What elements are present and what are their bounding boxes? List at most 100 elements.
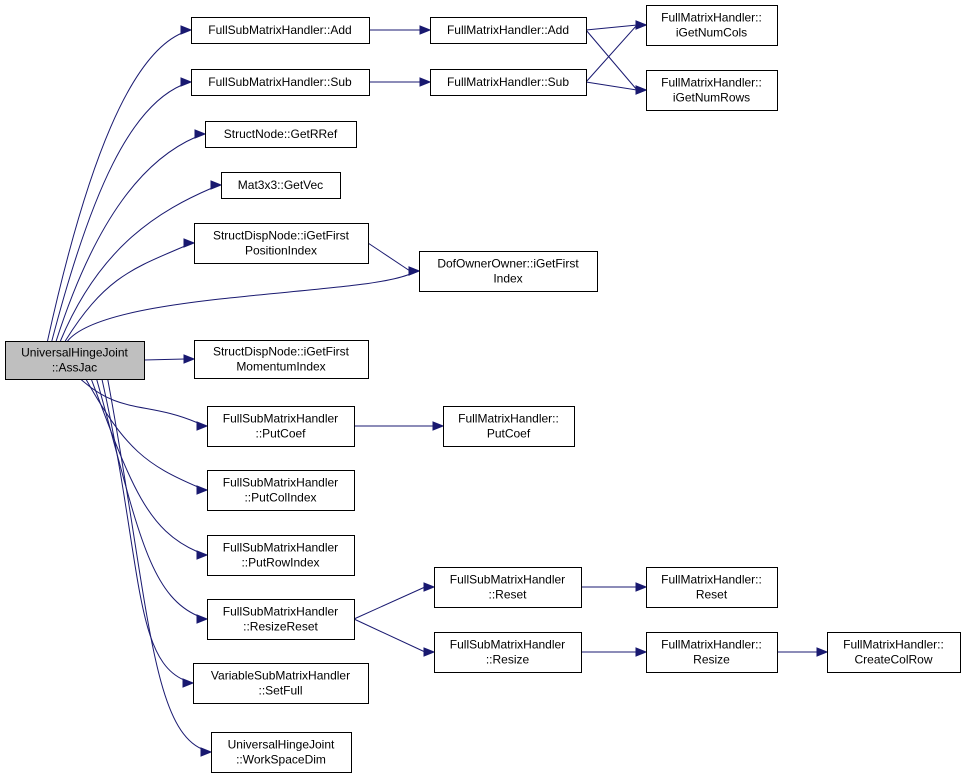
node-fsm_putcol[interactable]: FullSubMatrixHandler::PutColIndex <box>207 470 355 511</box>
node-fsm_sub-label-0: FullSubMatrixHandler::Sub <box>208 75 352 89</box>
node-fm_resize[interactable]: FullMatrixHandler::Resize <box>646 632 778 673</box>
node-fsm_add[interactable]: FullSubMatrixHandler::Add <box>191 17 370 44</box>
node-fm_resize-label-0: FullMatrixHandler:: <box>661 638 762 652</box>
node-fsm_resres-label-1: ::ResizeReset <box>243 620 318 634</box>
node-fsm_resize-label-0: FullSubMatrixHandler <box>450 638 565 652</box>
edge-fm_add-to-fm_cols <box>585 24 638 31</box>
arrowhead-root-to-vsm_setfull <box>182 678 195 688</box>
edge-fm_sub-to-fm_rows <box>585 81 638 91</box>
node-fm_reset[interactable]: FullMatrixHandler::Reset <box>646 567 778 608</box>
arrowhead-root-to-mat_getvec <box>210 180 223 190</box>
node-uhj_wsd-label-1: ::WorkSpaceDim <box>236 753 326 767</box>
edge-root-to-fsm_resres <box>96 378 199 617</box>
node-fm_putcoef-label-1: PutCoef <box>487 427 531 441</box>
node-fm_cols-label-0: FullMatrixHandler:: <box>661 11 762 25</box>
node-uhj_wsd-box <box>211 732 352 773</box>
arrowhead-fsm_reset-to-fm_reset <box>635 582 648 592</box>
node-sdn_pos-label-0: StructDispNode::iGetFirst <box>213 229 350 243</box>
node-fsm_putrow-label-1: ::PutRowIndex <box>241 556 319 570</box>
node-doo_first-label-0: DofOwnerOwner::iGetFirst <box>437 257 579 271</box>
node-fm_sub-box <box>430 69 587 96</box>
node-root-label-0: UniversalHingeJoint <box>21 346 128 360</box>
edge-root-to-mat_getvec <box>59 187 213 342</box>
arrowhead-fm_sub-to-fm_cols <box>635 20 648 30</box>
edge-sdn_pos-to-doo_first <box>367 242 411 272</box>
node-sdn_mom-box <box>194 340 369 379</box>
node-root[interactable]: UniversalHingeJoint::AssJac <box>5 341 145 380</box>
node-fm_add[interactable]: FullMatrixHandler::Add <box>430 17 587 44</box>
node-sdn_mom-label-1: MomentumIndex <box>236 360 325 374</box>
arrowhead-root-to-fsm_resres <box>196 614 209 624</box>
node-fm_reset-label-0: FullMatrixHandler:: <box>661 573 762 587</box>
node-fm_rows-box <box>646 70 778 111</box>
node-fsm_add-label-0: FullSubMatrixHandler::Add <box>208 23 351 37</box>
edge-root-to-uhj_wsd <box>107 378 203 750</box>
arrowhead-root-to-sn_getrref <box>194 129 207 139</box>
node-fsm_reset[interactable]: FullSubMatrixHandler::Reset <box>434 567 582 608</box>
node-fsm_reset-label-1: ::Reset <box>488 588 527 602</box>
node-fsm_putrow-box <box>207 535 355 576</box>
node-sn_getrref-box <box>205 121 357 148</box>
node-fm_add-label-0: FullMatrixHandler::Add <box>447 23 569 37</box>
node-mat_getvec-label-0: Mat3x3::GetVec <box>238 178 323 192</box>
node-fsm_resize-box <box>434 632 582 673</box>
node-fm_resize-box <box>646 632 778 673</box>
node-vsm_setfull-box <box>193 663 369 704</box>
node-fm_reset-box <box>646 567 778 608</box>
node-doo_first-box <box>419 251 598 292</box>
node-fsm_putcoef[interactable]: FullSubMatrixHandler::PutCoef <box>207 406 355 447</box>
node-fm_rows-label-0: FullMatrixHandler:: <box>661 76 762 90</box>
node-fsm_sub-box <box>191 69 370 96</box>
arrowhead-fsm_add-to-fm_add <box>419 25 432 35</box>
arrowhead-fsm_resres-to-fsm_resize <box>423 647 436 657</box>
node-fm_add-box <box>430 17 587 44</box>
node-fm_putcoef[interactable]: FullMatrixHandler::PutCoef <box>443 406 575 447</box>
node-fm_cols-box <box>646 5 778 46</box>
node-fm_ccr-label-1: CreateColRow <box>854 653 932 667</box>
node-fsm_resize[interactable]: FullSubMatrixHandler::Resize <box>434 632 582 673</box>
node-fm_sub[interactable]: FullMatrixHandler::Sub <box>430 69 587 96</box>
edge-root-to-doo_first <box>67 273 411 342</box>
node-fsm_putcol-label-0: FullSubMatrixHandler <box>223 476 338 490</box>
node-fm_cols[interactable]: FullMatrixHandler::iGetNumCols <box>646 5 778 46</box>
edge-fsm_resres-to-fsm_reset <box>353 586 426 620</box>
node-fm_rows[interactable]: FullMatrixHandler::iGetNumRows <box>646 70 778 111</box>
node-vsm_setfull-label-0: VariableSubMatrixHandler <box>211 669 350 683</box>
node-root-label-1: ::AssJac <box>52 361 97 375</box>
arrowhead-fsm_putcoef-to-fm_putcoef <box>432 421 445 431</box>
node-vsm_setfull[interactable]: VariableSubMatrixHandler::SetFull <box>193 663 369 704</box>
node-fsm_putrow[interactable]: FullSubMatrixHandler::PutRowIndex <box>207 535 355 576</box>
call-edges <box>47 20 829 757</box>
edge-fm_sub-to-fm_cols <box>585 24 638 83</box>
node-fm_cols-label-1: iGetNumCols <box>676 26 747 40</box>
edge-root-to-fsm_putrow <box>90 378 199 553</box>
node-sn_getrref[interactable]: StructNode::GetRRef <box>205 121 357 148</box>
arrowhead-root-to-uhj_wsd <box>200 747 213 757</box>
arrowhead-root-to-fsm_add <box>180 25 193 35</box>
node-fsm_sub[interactable]: FullSubMatrixHandler::Sub <box>191 69 370 96</box>
node-fm_ccr[interactable]: FullMatrixHandler::CreateColRow <box>827 632 961 673</box>
node-fsm_resres[interactable]: FullSubMatrixHandler::ResizeReset <box>207 599 355 640</box>
node-fm_ccr-box <box>827 632 961 673</box>
node-fm_ccr-label-0: FullMatrixHandler:: <box>843 638 944 652</box>
node-fsm_resres-label-0: FullSubMatrixHandler <box>223 605 338 619</box>
arrowhead-fsm_sub-to-fm_sub <box>419 77 432 87</box>
node-uhj_wsd-label-0: UniversalHingeJoint <box>228 738 335 752</box>
arrowhead-root-to-fsm_putrow <box>196 550 209 560</box>
node-root-box <box>5 341 145 380</box>
arrowhead-fsm_resres-to-fsm_reset <box>423 582 436 592</box>
node-mat_getvec[interactable]: Mat3x3::GetVec <box>221 172 341 199</box>
node-uhj_wsd[interactable]: UniversalHingeJoint::WorkSpaceDim <box>211 732 352 773</box>
node-mat_getvec-box <box>221 172 341 199</box>
node-fsm_resize-label-1: ::Resize <box>486 653 530 667</box>
arrowhead-root-to-fsm_sub <box>180 77 193 87</box>
arrowhead-fm_resize-to-fm_ccr <box>816 647 829 657</box>
node-sn_getrref-label-0: StructNode::GetRRef <box>224 127 338 141</box>
node-fsm_putcoef-label-0: FullSubMatrixHandler <box>223 412 338 426</box>
edge-root-to-sdn_mom <box>143 358 186 361</box>
edge-root-to-sn_getrref <box>55 136 197 342</box>
